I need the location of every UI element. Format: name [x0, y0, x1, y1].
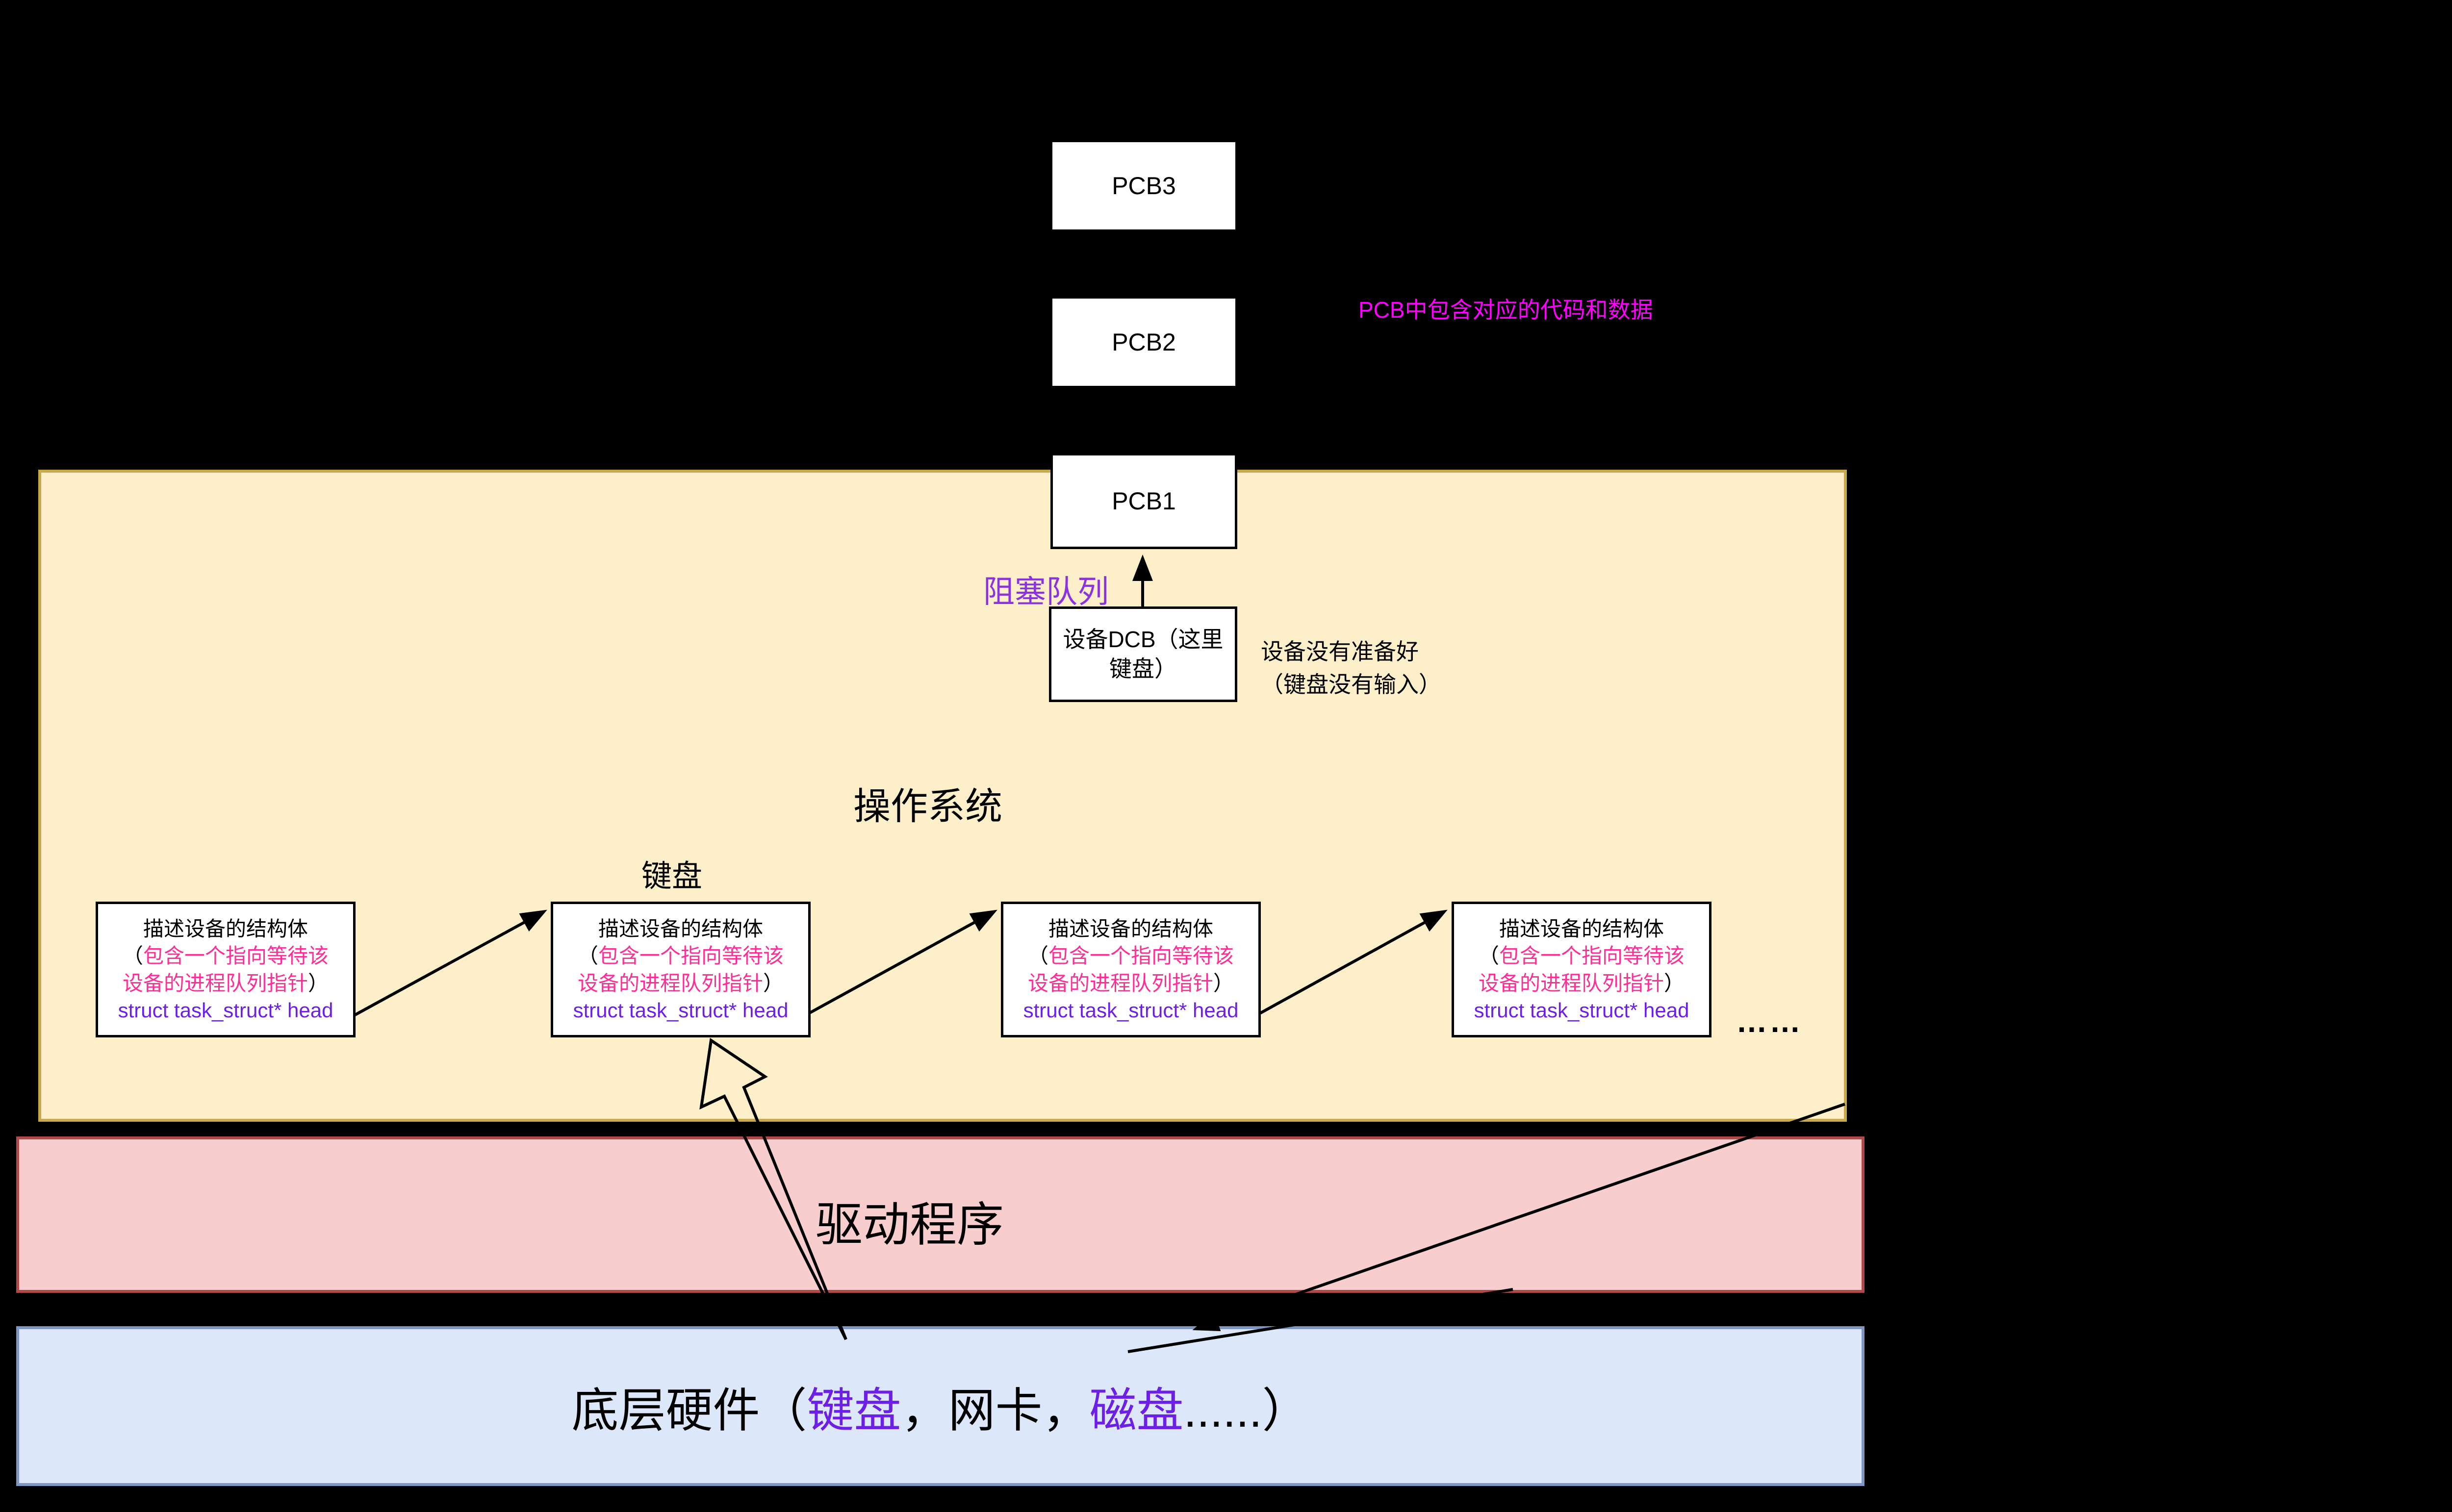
struct-box-line3: 设备的进程队列指针）	[123, 970, 329, 997]
pcb1-label: PCB1	[1112, 487, 1176, 515]
struct-box-pink-text-b: 设备的进程队列指针	[1478, 971, 1664, 995]
struct-box-line3: 设备的进程队列指针）	[578, 970, 784, 997]
keyboard-label: 键盘	[641, 859, 703, 893]
paren-open: （	[577, 944, 598, 968]
paren-open: （	[1478, 944, 1499, 968]
struct-box-code: struct task_struct* head	[118, 998, 333, 1022]
struct-box-pink-text-b: 设备的进程队列指针	[1027, 971, 1213, 995]
struct-box-line3: 设备的进程队列指针）	[1028, 970, 1234, 997]
hardware-layer-band: 底层硬件（键盘，网卡，磁盘......）	[16, 1326, 1865, 1486]
struct-box-pink-text-a: 包含一个指向等待该	[1499, 944, 1685, 968]
struct-box-code: struct task_struct* head	[1474, 998, 1689, 1022]
struct-box-title: 描述设备的结构体	[143, 917, 308, 940]
blocking-queue-label: 阻塞队列	[983, 574, 1109, 609]
struct-box-line3: 设备的进程队列指针）	[1479, 970, 1685, 997]
dcb-note-line2: （键盘没有输入）	[1261, 671, 1441, 697]
pcb-note-text: PCB中包含对应的代码和数据	[1358, 297, 1653, 323]
dcb-note: 设备没有准备好 （键盘没有输入）	[1261, 635, 1441, 701]
struct-box-title: 描述设备的结构体	[1499, 917, 1664, 940]
struct-box-pink-text-a: 包含一个指向等待该	[598, 944, 784, 968]
device-struct-box-3: 描述设备的结构体 （包含一个指向等待该 设备的进程队列指针） struct ta…	[1001, 902, 1261, 1037]
struct-box-pink-text-a: 包含一个指向等待该	[1048, 944, 1234, 968]
pcb3-box: PCB3	[1050, 140, 1237, 231]
struct-box-code: struct task_struct* head	[573, 998, 789, 1022]
dcb-box-line1: 设备DCB（这里	[1063, 626, 1224, 652]
paren-close: ）	[1213, 971, 1234, 995]
struct-box-title: 描述设备的结构体	[598, 917, 763, 940]
hw-text-keyboard: 键盘	[807, 1384, 901, 1437]
hardware-layer-title: 底层硬件（键盘，网卡，磁盘......）	[571, 1372, 1309, 1440]
os-layer-title: 操作系统	[853, 786, 1002, 828]
paren-open: （	[1027, 944, 1048, 968]
paren-open: （	[122, 944, 143, 968]
pcb2-label: PCB2	[1112, 328, 1176, 356]
dcb-box: 设备DCB（这里 键盘）	[1049, 606, 1237, 702]
struct-box-line2: （包含一个指向等待该	[1479, 942, 1685, 969]
hw-text-part3: ，网卡，	[901, 1384, 1090, 1437]
device-struct-box-2: 描述设备的结构体 （包含一个指向等待该 设备的进程队列指针） struct ta…	[551, 902, 811, 1037]
struct-box-title: 描述设备的结构体	[1048, 917, 1213, 940]
hw-text-disk: 磁盘	[1089, 1384, 1184, 1437]
struct-box-line2: （包含一个指向等待该	[123, 942, 329, 969]
struct-box-line2: （包含一个指向等待该	[578, 942, 784, 969]
device-struct-box-1: 描述设备的结构体 （包含一个指向等待该 设备的进程队列指针） struct ta…	[96, 902, 356, 1037]
paren-close: ）	[763, 971, 784, 995]
driver-layer-title: 驱动程序	[816, 1199, 1004, 1251]
paren-close: ）	[308, 971, 329, 995]
pcb2-box: PCB2	[1050, 297, 1237, 388]
struct-box-code: struct task_struct* head	[1023, 998, 1239, 1022]
pcb3-label: PCB3	[1112, 172, 1176, 200]
struct-box-pink-text-a: 包含一个指向等待该	[143, 944, 329, 968]
hw-text-part1: 底层硬件（	[571, 1384, 807, 1437]
ellipsis-label: ……	[1736, 1004, 1803, 1039]
dcb-box-line2: 键盘）	[1109, 655, 1177, 681]
struct-box-pink-text-b: 设备的进程队列指针	[122, 971, 308, 995]
dcb-note-line1: 设备没有准备好	[1261, 639, 1419, 664]
hw-text-part5: ......）	[1183, 1384, 1309, 1437]
struct-box-pink-text-b: 设备的进程队列指针	[577, 971, 763, 995]
struct-box-line2: （包含一个指向等待该	[1028, 942, 1234, 969]
pcb1-box: PCB1	[1050, 453, 1237, 549]
paren-close: ）	[1664, 971, 1685, 995]
device-struct-box-4: 描述设备的结构体 （包含一个指向等待该 设备的进程队列指针） struct ta…	[1452, 902, 1711, 1037]
